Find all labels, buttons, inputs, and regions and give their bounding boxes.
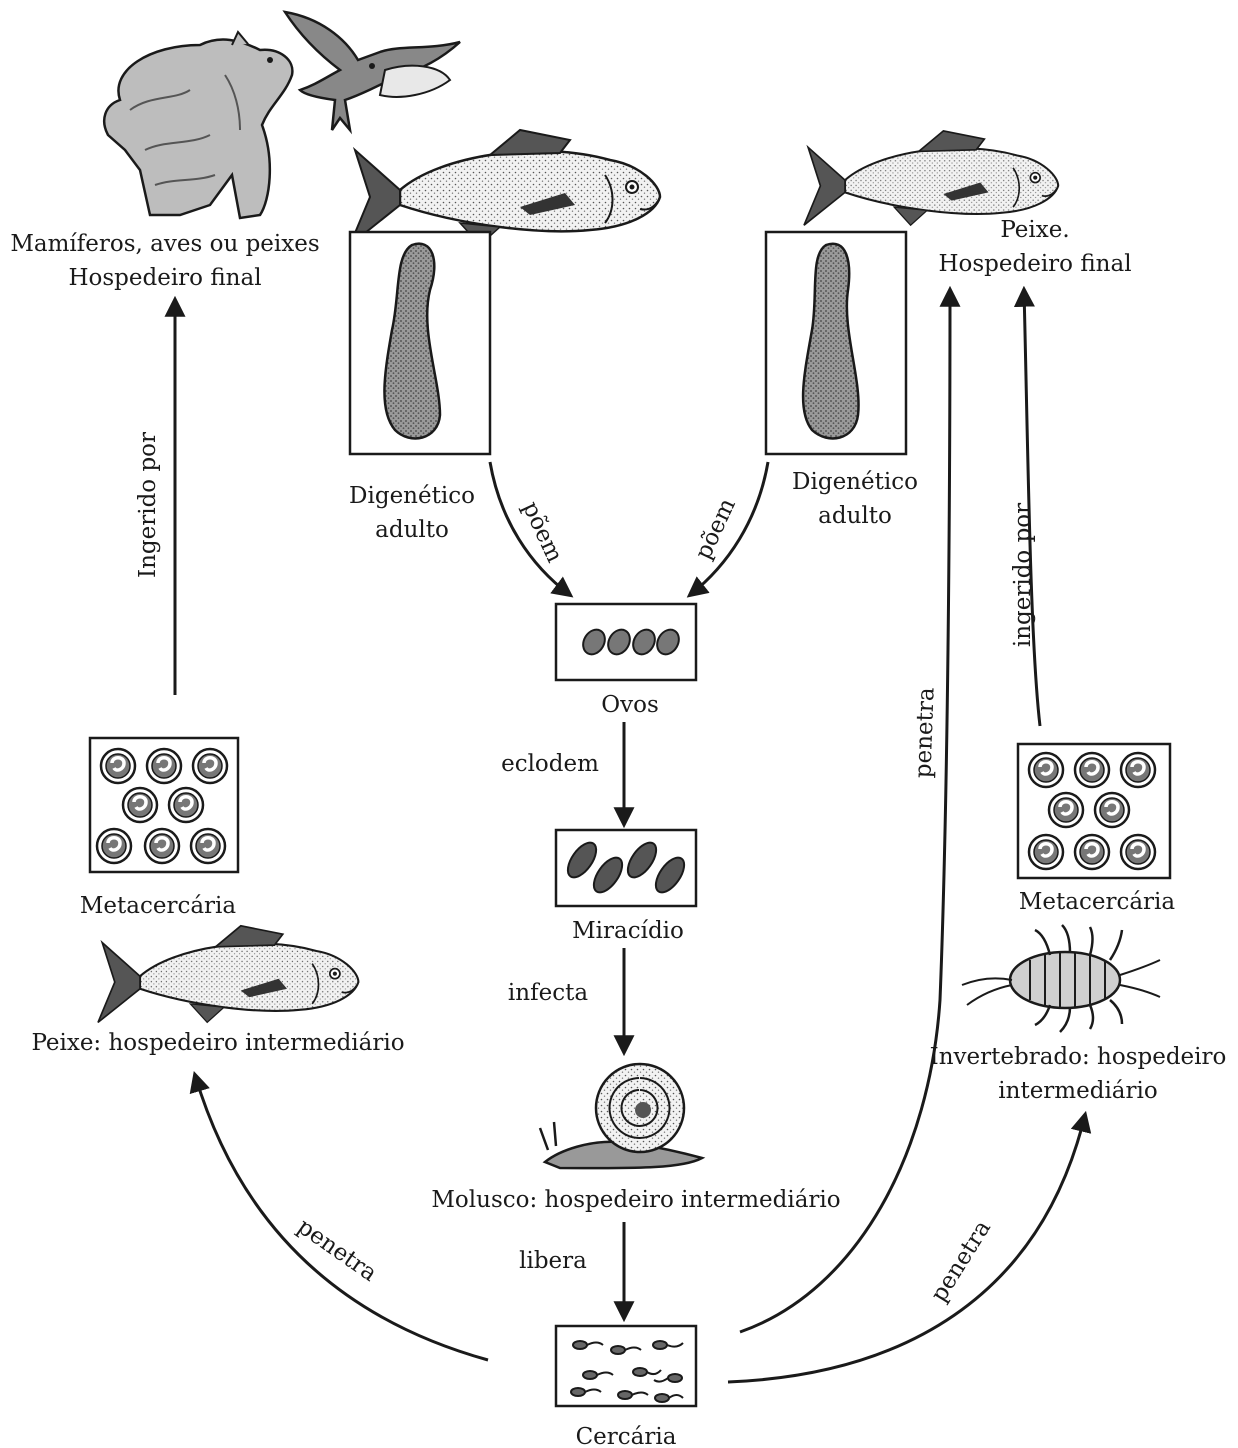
label-invert-l1: Invertebrado: hospedeiro bbox=[930, 1044, 1227, 1070]
label-miracidio: Miracídio bbox=[572, 918, 684, 944]
label-metacercaria-esq: Metacercária bbox=[80, 893, 237, 919]
label-invert-l2: intermediário bbox=[998, 1078, 1157, 1104]
fluke-illustration bbox=[766, 232, 906, 454]
fish-illustration bbox=[350, 130, 660, 245]
arrow-penetra-esq bbox=[195, 1075, 488, 1360]
label-ovos: Ovos bbox=[601, 692, 659, 718]
bear-illustration bbox=[104, 32, 292, 218]
edge-label-penetra-dir: penetra bbox=[926, 1216, 996, 1307]
label-digenetico-dir-l2: adulto bbox=[818, 503, 892, 529]
edge-label-ingerido-esq: Ingerido por bbox=[135, 432, 161, 578]
edge-label-poem-esq: põem bbox=[517, 498, 568, 567]
fish-illustration bbox=[98, 926, 358, 1023]
label-molusco: Molusco: hospedeiro intermediário bbox=[431, 1187, 840, 1213]
edge-label-poem-dir: põem bbox=[690, 494, 741, 563]
label-digenetico-dir-l1: Digenético bbox=[792, 469, 918, 495]
label-digenetico-esq-l2: adulto bbox=[375, 517, 449, 543]
label-digenetico-esq-l1: Digenético bbox=[349, 483, 475, 509]
edge-label-infecta: infecta bbox=[508, 980, 588, 1006]
label-peixe-interm: Peixe: hospedeiro intermediário bbox=[31, 1030, 404, 1056]
edge-label-penetra-centro: penetra bbox=[910, 687, 939, 779]
label-hosp-final-dir-l1: Peixe. bbox=[1000, 217, 1069, 243]
fluke-illustration bbox=[350, 232, 490, 454]
label-hosp-final-esq-l2: Hospedeiro final bbox=[68, 265, 261, 291]
label-hosp-final-dir-l2: Hospedeiro final bbox=[938, 251, 1131, 277]
edge-label-ingerido-dir: ingerido por bbox=[1010, 503, 1036, 647]
label-cercaria: Cercária bbox=[576, 1424, 677, 1448]
metacercaria-illustration bbox=[90, 738, 238, 872]
metacercaria-illustration bbox=[1018, 744, 1170, 878]
edge-label-eclodem: eclodem bbox=[501, 751, 599, 777]
miracidium-illustration bbox=[556, 830, 696, 906]
label-hosp-final-esq-l1: Mamíferos, aves ou peixes bbox=[10, 231, 319, 257]
label-metacercaria-dir: Metacercária bbox=[1019, 889, 1176, 915]
fish-illustration bbox=[804, 131, 1058, 225]
cercaria-illustration bbox=[556, 1326, 696, 1406]
invertebrate-illustration bbox=[962, 925, 1160, 1032]
snail-illustration bbox=[540, 1064, 702, 1168]
edge-label-penetra-esq: penetra bbox=[292, 1214, 381, 1287]
egg-illustration bbox=[556, 604, 696, 680]
bird-illustration bbox=[285, 12, 460, 130]
edge-label-libera: libera bbox=[519, 1248, 587, 1274]
